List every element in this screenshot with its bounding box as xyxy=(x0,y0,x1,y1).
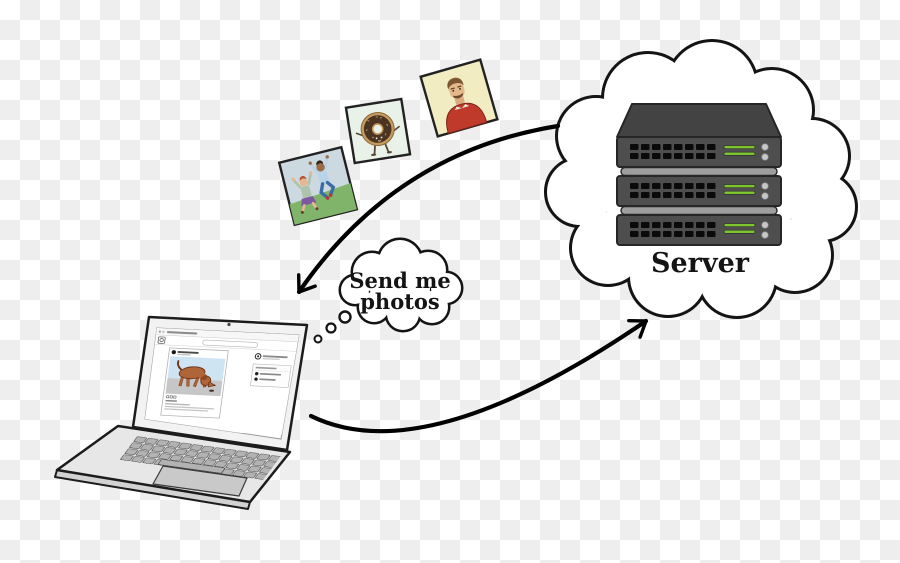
thought-bubble: Send me photos xyxy=(313,240,462,344)
hair xyxy=(447,77,464,90)
people-jumping-photo xyxy=(277,145,359,227)
server-label: Server xyxy=(651,248,750,279)
post-username-text xyxy=(177,351,199,354)
keyboard xyxy=(119,436,281,480)
sniff-spot xyxy=(209,389,215,392)
sprinkles xyxy=(365,116,389,138)
spacebar-key xyxy=(158,459,226,474)
share-icon[interactable] xyxy=(173,395,177,399)
dog-illustration xyxy=(176,360,217,392)
server-top-lid xyxy=(616,103,782,138)
donut-arms xyxy=(355,125,400,137)
server-unit-2 xyxy=(617,176,781,206)
webcam-icon xyxy=(227,322,231,327)
bubble-dot-medium xyxy=(325,322,337,334)
server-separator xyxy=(620,205,778,216)
laptop xyxy=(54,315,309,510)
red-shirt xyxy=(446,102,488,134)
screen-content xyxy=(145,328,299,436)
person-left xyxy=(291,171,319,214)
server-stack-icon xyxy=(616,103,782,245)
site-logo-icon xyxy=(157,336,166,344)
cloud-to-laptop-arrow xyxy=(296,123,561,295)
bubble-text-line2: photos xyxy=(360,289,440,314)
server-separator xyxy=(620,166,778,177)
bubble-dot-small xyxy=(313,334,323,344)
bubble-text-line1: Send me xyxy=(349,268,450,293)
dog-photo-post xyxy=(160,347,229,419)
search-bar[interactable] xyxy=(202,339,259,348)
donut-photo xyxy=(344,97,412,165)
laptop-to-cloud-arrow xyxy=(308,318,649,434)
trackpad xyxy=(152,465,248,497)
server-cloud: Server xyxy=(547,42,855,316)
donut-legs xyxy=(373,142,390,155)
grass xyxy=(289,183,357,225)
profile-name-text xyxy=(262,355,288,359)
browser-window xyxy=(145,328,299,436)
server-unit-3 xyxy=(617,215,781,245)
window-titlebar xyxy=(151,328,299,343)
sidebar-widget xyxy=(250,363,292,388)
mustache xyxy=(452,92,464,99)
like-icon[interactable] xyxy=(166,395,170,399)
feed-sidebar xyxy=(250,353,292,388)
portrait-photo xyxy=(419,58,499,138)
photo-ground xyxy=(165,377,223,397)
bubble-dot-large xyxy=(338,310,352,324)
comment-icon[interactable] xyxy=(169,395,173,399)
post-avatar xyxy=(171,350,177,355)
server-unit-1 xyxy=(617,137,781,167)
tab-title-text xyxy=(166,331,198,335)
person-right xyxy=(308,155,336,200)
